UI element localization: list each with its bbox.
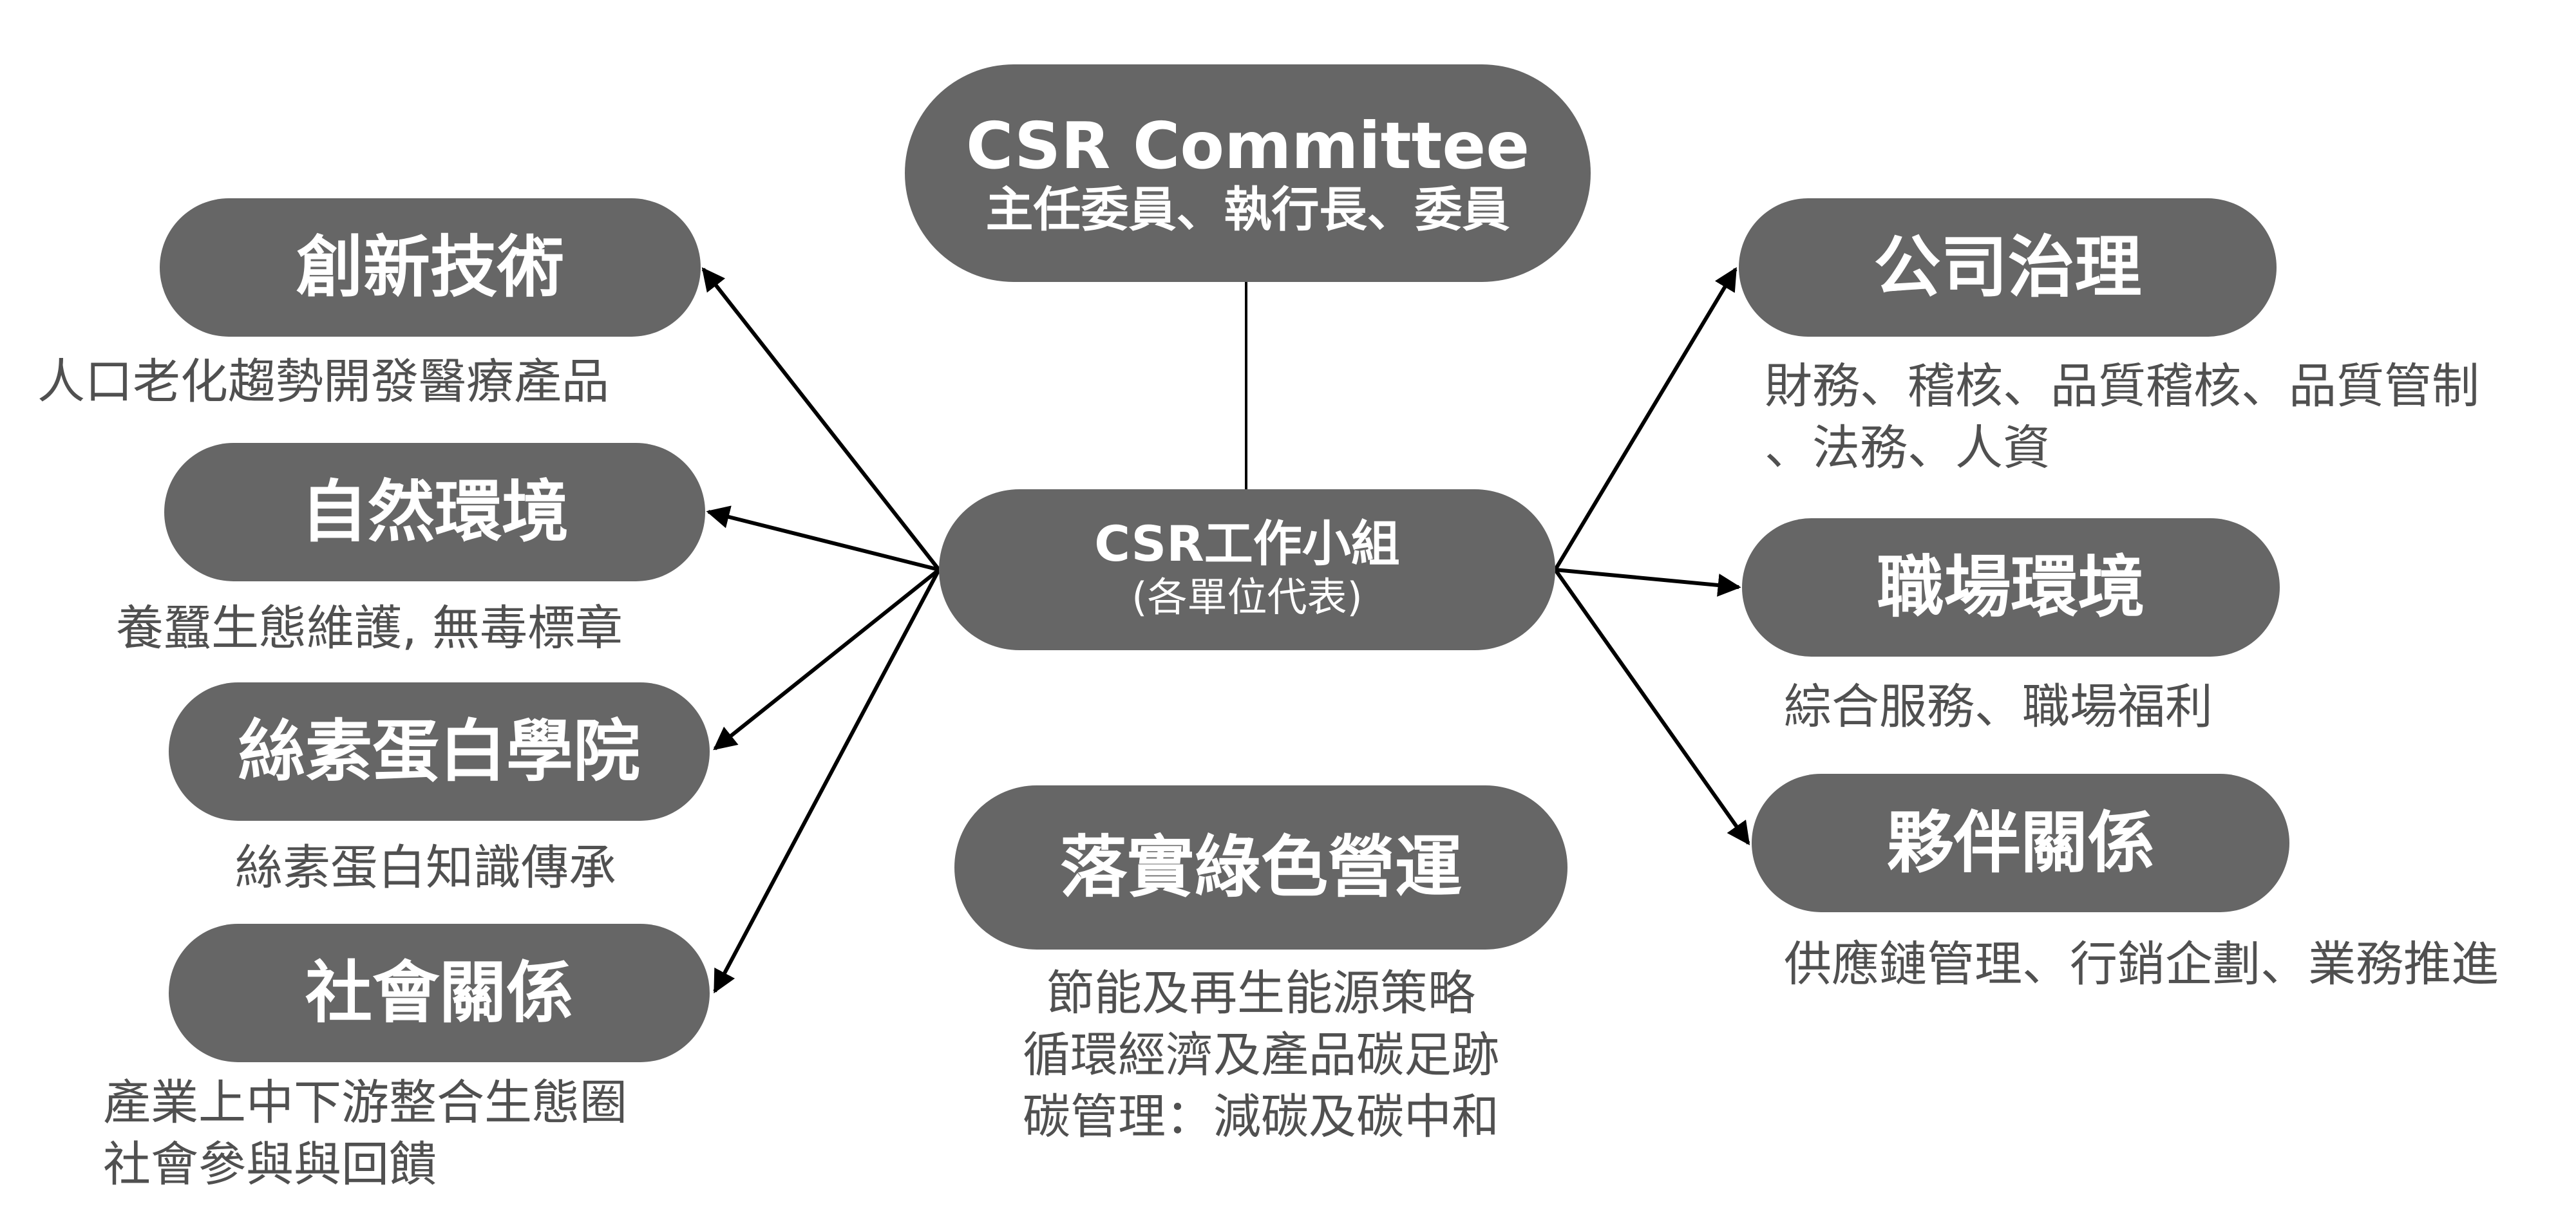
green-operations-label: 落實綠色營運 bbox=[1059, 827, 1462, 906]
committee-title: CSR Committee bbox=[965, 108, 1530, 183]
nature-description: 養蠶生態維護, 無毒標章 bbox=[116, 601, 623, 656]
partners-label: 夥伴關係 bbox=[1886, 803, 2155, 882]
arrow-to-innovation bbox=[701, 267, 941, 571]
green-operations-description: 節能及再生能源策略 循環經濟及產品碳足跡 碳管理：減碳及碳中和 bbox=[1023, 966, 1499, 1145]
workplace-node: 職場環境 bbox=[1742, 518, 2280, 657]
academy-label: 絲素蛋白學院 bbox=[238, 711, 640, 791]
innovation-description: 人口老化趨勢開發醫療產品 bbox=[37, 354, 609, 409]
arrow-to-academy bbox=[713, 568, 940, 751]
workgroup-title: CSR工作小組 bbox=[1094, 515, 1400, 572]
governance-node: 公司治理 bbox=[1739, 198, 2277, 337]
csr-workgroup-node: CSR工作小組 (各單位代表) bbox=[939, 489, 1555, 650]
arrow-to-workplace bbox=[1555, 568, 1741, 597]
academy-description: 絲素蛋白知識傳承 bbox=[235, 840, 616, 895]
committee-subtitle: 主任委員、執行長、委員 bbox=[985, 182, 1510, 238]
arrow-to-governance bbox=[1553, 267, 1738, 571]
society-description: 產業上中下游整合生態圈 社會參與與回饋 bbox=[103, 1075, 627, 1193]
workgroup-subtitle: (各單位代表) bbox=[1132, 574, 1363, 621]
society-label: 社會關係 bbox=[305, 953, 573, 1032]
arrow-to-society bbox=[713, 568, 941, 994]
academy-node: 絲素蛋白學院 bbox=[169, 682, 710, 821]
arrow-to-nature bbox=[706, 505, 940, 572]
csr-committee-node: CSR Committee 主任委員、執行長、委員 bbox=[905, 64, 1591, 282]
innovation-node: 創新技術 bbox=[160, 198, 701, 337]
governance-description: 財務、稽核、品質稽核、品質管制 、法務、人資 bbox=[1765, 359, 2479, 476]
partners-description: 供應鏈管理、行銷企劃、業務推進 bbox=[1784, 937, 2499, 992]
workplace-label: 職場環境 bbox=[1877, 547, 2145, 626]
partners-node: 夥伴關係 bbox=[1752, 774, 2289, 912]
arrow-to-partners bbox=[1553, 568, 1750, 845]
society-node: 社會關係 bbox=[169, 924, 710, 1062]
green-operations-node: 落實綠色營運 bbox=[954, 785, 1567, 950]
workplace-description: 綜合服務、職場福利 bbox=[1784, 679, 2213, 735]
nature-node: 自然環境 bbox=[164, 443, 705, 581]
governance-label: 公司治理 bbox=[1873, 227, 2142, 306]
nature-label: 自然環境 bbox=[300, 472, 569, 551]
innovation-label: 創新技術 bbox=[296, 227, 564, 306]
